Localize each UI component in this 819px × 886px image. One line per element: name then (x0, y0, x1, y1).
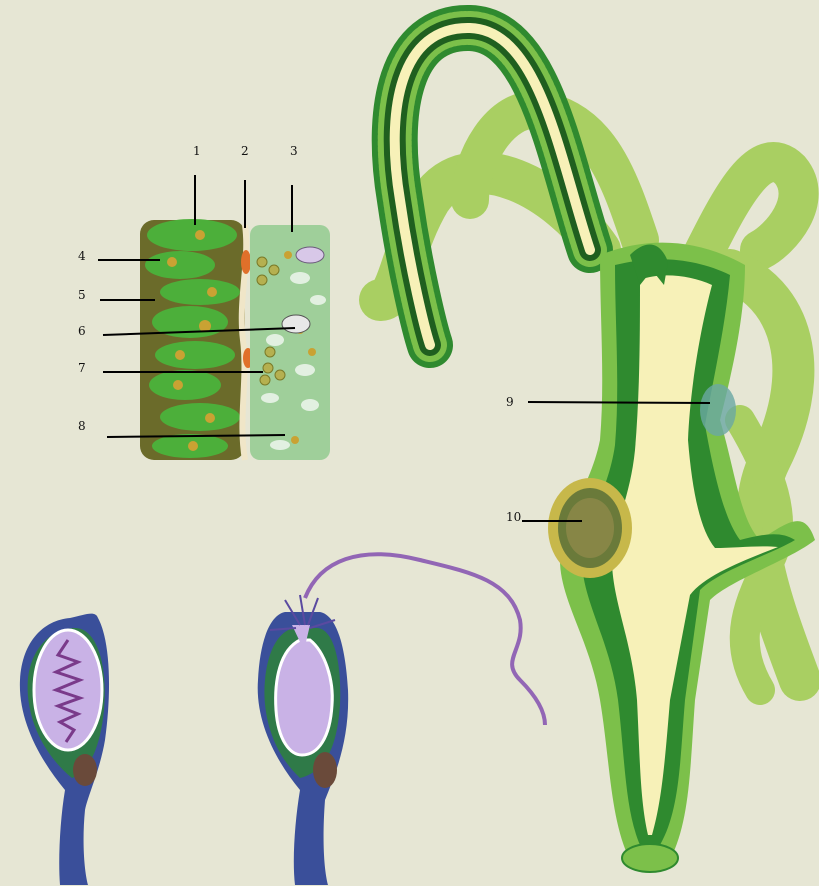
label-10: 10 (506, 511, 521, 523)
testis-region (700, 384, 736, 436)
basal-disc (622, 844, 678, 872)
tissue-section (140, 219, 330, 460)
label-1: 1 (193, 145, 201, 157)
tentacle-right-back (700, 162, 799, 260)
label-7: 7 (78, 362, 86, 374)
label-9: 9 (506, 396, 514, 408)
label-2: 2 (241, 145, 249, 157)
label-4: 4 (78, 250, 86, 262)
ovary (548, 478, 632, 578)
nematocyst-undischarged (20, 614, 109, 885)
label-5: 5 (78, 289, 86, 301)
label-8: 8 (78, 420, 86, 432)
nematocyst-discharged (258, 554, 545, 885)
label-6: 6 (78, 325, 86, 337)
label-3: 3 (290, 145, 298, 157)
